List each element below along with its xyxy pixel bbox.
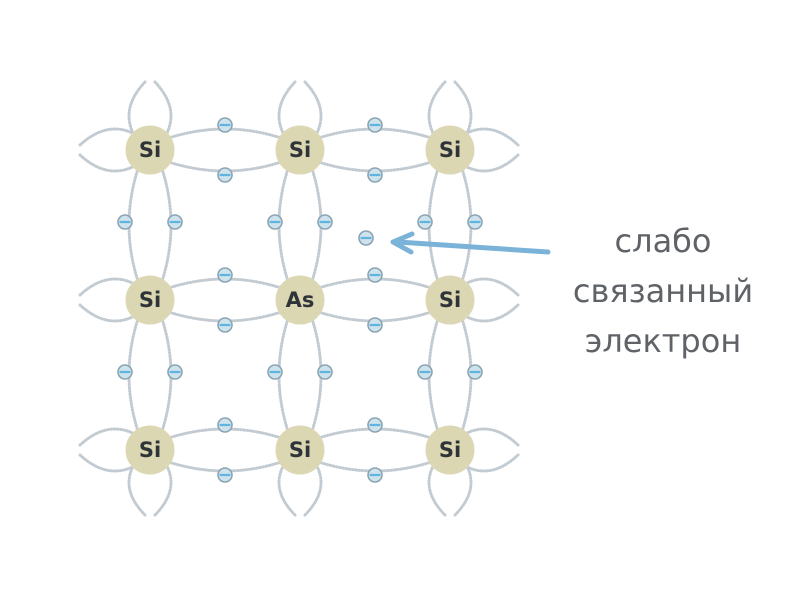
- electron: [217, 267, 233, 283]
- electron: [367, 267, 383, 283]
- atom-label: Si: [439, 288, 461, 312]
- arrow-head-icon: [390, 231, 415, 255]
- electron: [467, 214, 483, 230]
- electron: [217, 317, 233, 333]
- electron: [217, 417, 233, 433]
- atom-label: Si: [289, 138, 311, 162]
- pointer-arrow: [390, 231, 551, 255]
- electron: [267, 214, 283, 230]
- atom-label: Si: [139, 288, 161, 312]
- electron: [267, 364, 283, 380]
- atom-si: Si: [275, 125, 325, 175]
- atom-label: Si: [139, 438, 161, 462]
- atom-si: Si: [125, 125, 175, 175]
- atom-si: Si: [425, 125, 475, 175]
- caption-line-3: электрон: [584, 322, 742, 360]
- electron: [367, 167, 383, 183]
- atom-si: Si: [425, 425, 475, 475]
- atom-label: Si: [139, 138, 161, 162]
- atom-as: As: [275, 275, 325, 325]
- electron: [167, 214, 183, 230]
- electron: [417, 364, 433, 380]
- electron: [317, 364, 333, 380]
- electron: [367, 417, 383, 433]
- electron: [117, 214, 133, 230]
- atom-label: Si: [289, 438, 311, 462]
- free-electron-icon: [358, 230, 374, 246]
- electron: [367, 467, 383, 483]
- atom-label: Si: [439, 438, 461, 462]
- electron: [117, 364, 133, 380]
- atom-label: Si: [439, 138, 461, 162]
- electron: [217, 167, 233, 183]
- electron: [417, 214, 433, 230]
- bond-electrons: [117, 117, 483, 483]
- caption-line-1: слабо: [614, 222, 712, 260]
- arrow-shaft: [395, 239, 551, 255]
- caption-line-2: связанный: [572, 272, 754, 310]
- atom-label: As: [286, 288, 315, 312]
- atom-si: Si: [125, 275, 175, 325]
- electron: [367, 317, 383, 333]
- atom-si: Si: [275, 425, 325, 475]
- electron: [317, 214, 333, 230]
- electron: [217, 117, 233, 133]
- atom-si: Si: [425, 275, 475, 325]
- electron: [167, 364, 183, 380]
- electron: [217, 467, 233, 483]
- free-electron: [358, 230, 374, 246]
- electron: [467, 364, 483, 380]
- atom-si: Si: [125, 425, 175, 475]
- free-electron-caption: слабо связанный электрон: [548, 216, 778, 366]
- electron: [367, 117, 383, 133]
